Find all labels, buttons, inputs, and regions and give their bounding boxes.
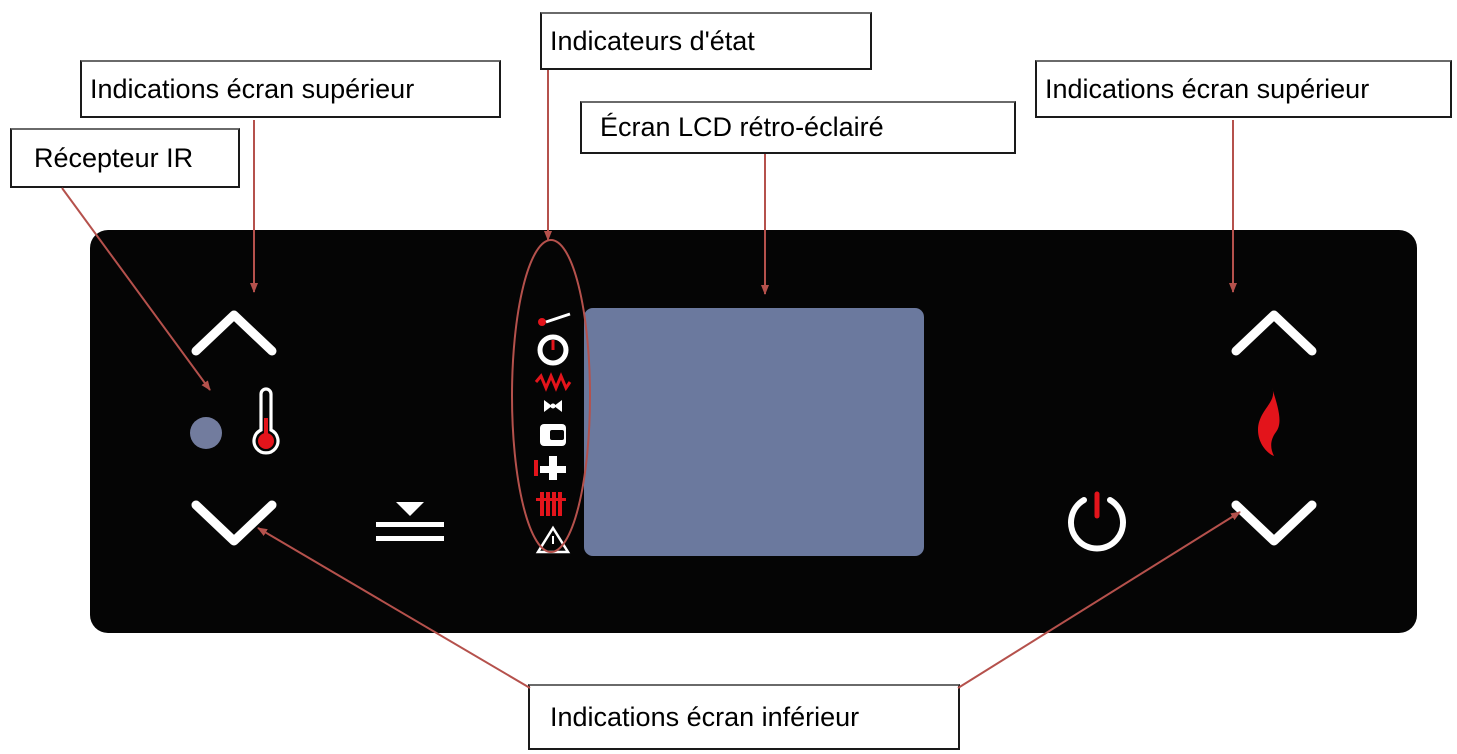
- right-down-button[interactable]: [1228, 497, 1320, 551]
- chevron-up-icon: [191, 310, 277, 356]
- callout-lower-display: Indications écran inférieur: [528, 684, 960, 750]
- resistance-icon: [534, 372, 572, 392]
- callout-ir-receiver: Récepteur IR: [10, 128, 240, 188]
- callout-lcd-screen: Écran LCD rétro-éclairé: [580, 101, 1016, 154]
- callout-status-indicators-text: Indicateurs d'état: [550, 25, 755, 56]
- callout-status-indicators: Indicateurs d'état: [540, 12, 872, 70]
- callout-lower-display-text: Indications écran inférieur: [550, 701, 860, 732]
- callout-lcd-screen-text: Écran LCD rétro-éclairé: [600, 112, 884, 142]
- timer-icon: [537, 312, 571, 366]
- callout-ir-receiver-text: Récepteur IR: [34, 142, 194, 173]
- ir-receiver: [190, 417, 222, 449]
- warning-icon: [535, 525, 571, 554]
- radiator-icon: [536, 492, 566, 516]
- right-up-button[interactable]: [1228, 305, 1320, 359]
- menu-icon: [376, 502, 444, 541]
- fan-icon: [544, 400, 562, 412]
- left-down-button[interactable]: [188, 497, 280, 551]
- chevron-down-icon: [1231, 500, 1317, 546]
- pump-icon: [540, 424, 566, 446]
- power-button[interactable]: [1064, 488, 1130, 554]
- callout-upper-display-left-text: Indications écran supérieur: [90, 73, 415, 104]
- chevron-up-icon: [1231, 310, 1317, 356]
- callout-upper-display-left: Indications écran supérieur: [80, 60, 501, 118]
- callout-upper-display-right-text: Indications écran supérieur: [1045, 73, 1370, 104]
- left-up-button[interactable]: [188, 305, 280, 359]
- callout-upper-display-right: Indications écran supérieur: [1035, 60, 1452, 118]
- thermometer-icon: [252, 387, 280, 455]
- faucet-icon: [534, 456, 566, 480]
- menu-button[interactable]: [372, 498, 448, 550]
- status-indicators: [534, 312, 572, 554]
- chevron-down-icon: [191, 500, 277, 546]
- flame-icon: [1258, 388, 1280, 456]
- lcd-screen: [584, 308, 924, 556]
- power-icon: [1068, 491, 1126, 552]
